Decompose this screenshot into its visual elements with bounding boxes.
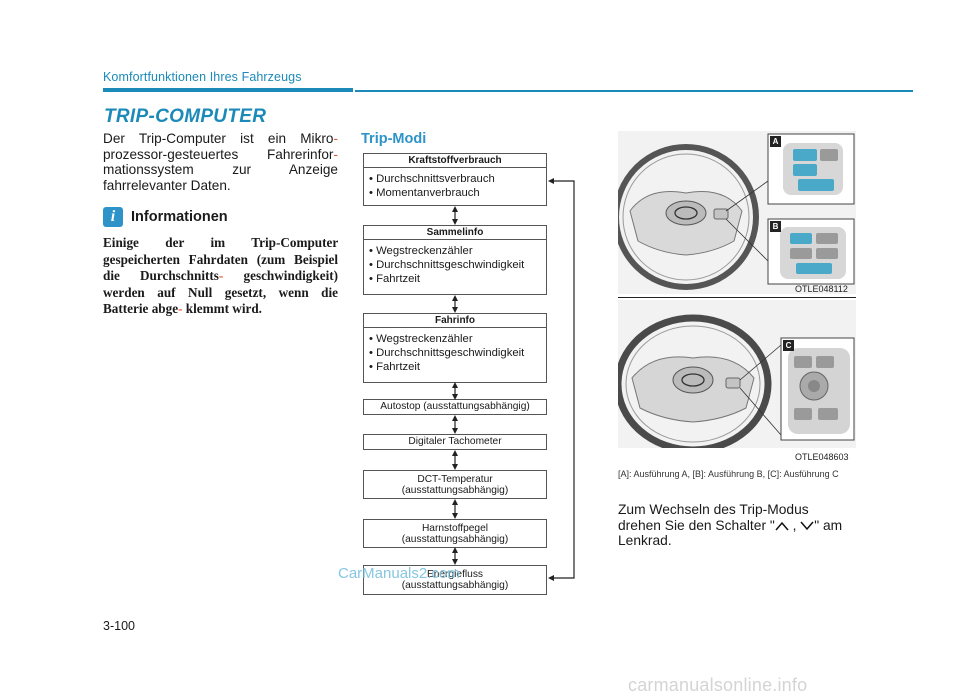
label-b: B: [770, 221, 781, 232]
mode-dct-line1: DCT-Temperatur: [417, 474, 493, 485]
info-line-2: gespeicherten Fahrdaten (zum: [103, 251, 286, 267]
watermark-carmanuals2: CarManuals2.com: [338, 565, 460, 582]
mode-item: • Durchschnittsverbrauch: [369, 173, 495, 185]
mode-box-sammelinfo: Sammelinfo • Wegstreckenzähler • Durchsc…: [363, 225, 547, 295]
mode-energie-line2: (ausstattungsabhängig): [401, 580, 509, 591]
header-bar-left: [103, 88, 353, 92]
instruction-part-2: drehen Sie den Schalter ": [618, 517, 775, 533]
photo-divider: [618, 297, 856, 298]
mode-box-energiefluss: Energiefluss (ausstattungsabhängig): [363, 565, 547, 595]
intro-line-3: mationssystem zur Anzeige: [103, 162, 338, 177]
steering-wheel-photo-top: A B: [618, 131, 856, 294]
page-number: 3-100: [103, 619, 135, 633]
intro-line-1: Der Trip-Computer ist ein Mikro-: [103, 131, 338, 146]
label-c: C: [783, 340, 794, 351]
info-line-1: Einige der im Trip-Computer: [103, 235, 338, 250]
info-line-4: geschwindigkeit) werden auf Null: [103, 268, 339, 300]
info-title: Informationen: [131, 209, 228, 225]
photo-code-top: OTLE048112: [795, 284, 848, 294]
info-line-3: Beispiel die Durchschnitts-: [103, 251, 339, 284]
mode-box-dct: DCT-Temperatur (ausstattungsabhängig): [363, 470, 547, 499]
instruction-part-4: Lenkrad.: [618, 533, 672, 548]
mode-body-sammelinfo: • Wegstreckenzähler • Durchschnittsgesch…: [364, 240, 546, 290]
chevron-down-icon: [800, 521, 814, 531]
mode-item: • Fahrtzeit: [369, 273, 421, 285]
section-header: Komfortfunktionen Ihres Fahrzeugs: [103, 70, 302, 84]
page-title: TRIP-COMPUTER: [104, 106, 267, 127]
mode-box-kraftstoff: Kraftstoffverbrauch • Durchschnittsverbr…: [363, 153, 547, 206]
mode-box-autostop: Autostop (ausstattungsabhängig): [363, 399, 547, 415]
mode-item: • Durchschnittsgeschwindigkeit: [369, 347, 525, 359]
header-bar-right: [355, 90, 913, 92]
steering-wheel-illustration-bottom: [618, 300, 856, 448]
mode-box-fahrinfo: Fahrinfo • Wegstreckenzähler • Durchschn…: [363, 313, 547, 383]
mode-body-kraftstoff: • Durchschnittsverbrauch • Momentanverbr…: [364, 168, 546, 204]
photo-caption: [A]: Ausführung A, [B]: Ausführung B, [C…: [618, 469, 839, 479]
mode-harn-line2: (ausstattungsabhängig): [401, 534, 509, 545]
mode-box-harnstoff: Harnstoffpegel (ausstattungsabhängig): [363, 519, 547, 548]
mode-head-fahrinfo: Fahrinfo: [364, 314, 546, 328]
loop-arrow: [548, 178, 575, 581]
intro-line-2: prozessor-gesteuertes Fahrerinfor-: [103, 146, 338, 162]
trip-modes-title: Trip-Modi: [361, 131, 427, 147]
intro-paragraph: Der Trip-Computer ist ein Mikro- prozess…: [103, 131, 338, 193]
chevron-up-icon: [775, 521, 789, 531]
instruction-part-1: Zum Wechseln des Trip-Modus: [618, 502, 809, 517]
mode-head-sammelinfo: Sammelinfo: [364, 226, 546, 240]
mode-item: • Durchschnittsgeschwindigkeit: [369, 259, 525, 271]
mode-item: • Momentanverbrauch: [369, 187, 480, 199]
instruction-part-3: " am: [814, 517, 843, 533]
mode-item: • Wegstreckenzähler: [369, 333, 473, 345]
mode-dct-line2: (ausstattungsabhängig): [401, 485, 509, 496]
info-icon: i: [103, 207, 123, 227]
mode-item: • Wegstreckenzähler: [369, 245, 473, 257]
mode-box-tacho: Digitaler Tachometer: [363, 434, 547, 450]
info-line-6: klemmt wird.: [185, 301, 262, 317]
intro-line-4: fahrrelevanter Daten.: [103, 177, 231, 193]
mode-item: • Fahrtzeit: [369, 361, 421, 373]
mode-head-kraftstoff: Kraftstoffverbrauch: [364, 154, 546, 168]
steering-wheel-illustration-top: [618, 131, 856, 294]
steering-wheel-photo-bottom: C: [618, 300, 856, 448]
info-line-5: gesetzt, wenn die Batterie abge-: [103, 284, 338, 317]
photo-code-bottom: OTLE048603: [795, 452, 849, 462]
watermark-carmanualsonline: carmanualsonline.info: [628, 675, 808, 695]
mode-energie-line1: Energiefluss: [426, 569, 484, 580]
label-a: A: [770, 136, 781, 147]
info-body: Einige der im Trip-Computer gespeicherte…: [103, 235, 338, 318]
instruction-paragraph: Zum Wechseln des Trip-Modus drehen Sie d…: [618, 502, 856, 549]
mode-body-fahrinfo: • Wegstreckenzähler • Durchschnittsgesch…: [364, 328, 546, 378]
mode-harn-line1: Harnstoffpegel: [421, 523, 489, 534]
info-heading: i Informationen: [103, 207, 228, 227]
instruction-separator: ,: [788, 517, 801, 533]
